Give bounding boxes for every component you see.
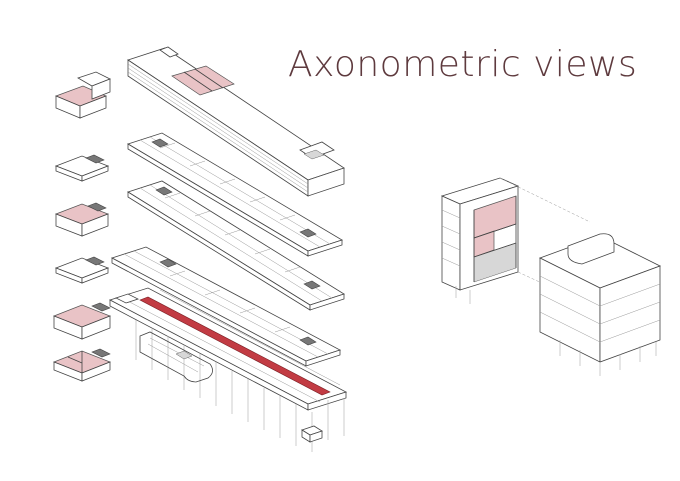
slab-plan-level-2 [127, 180, 345, 311]
slab-roof-block [127, 46, 345, 197]
slab-plan-level-1 [127, 132, 343, 257]
unit-module-level-5 [53, 348, 111, 382]
unit-module-level-2 [55, 202, 109, 237]
red-circulation-strip [139, 296, 331, 396]
page-title: Axonometric views [288, 44, 638, 85]
stair-tower [301, 425, 323, 443]
unit-module-level-4 [53, 302, 111, 340]
slab-plan-level-3 [110, 246, 342, 367]
unit-module-roof [55, 71, 111, 119]
unit-module-level-1 [54, 154, 110, 182]
section-axonometric [440, 177, 662, 376]
slab-ground-level [108, 287, 348, 411]
unit-module-level-3 [54, 256, 110, 284]
ground-pavilion [139, 331, 213, 383]
